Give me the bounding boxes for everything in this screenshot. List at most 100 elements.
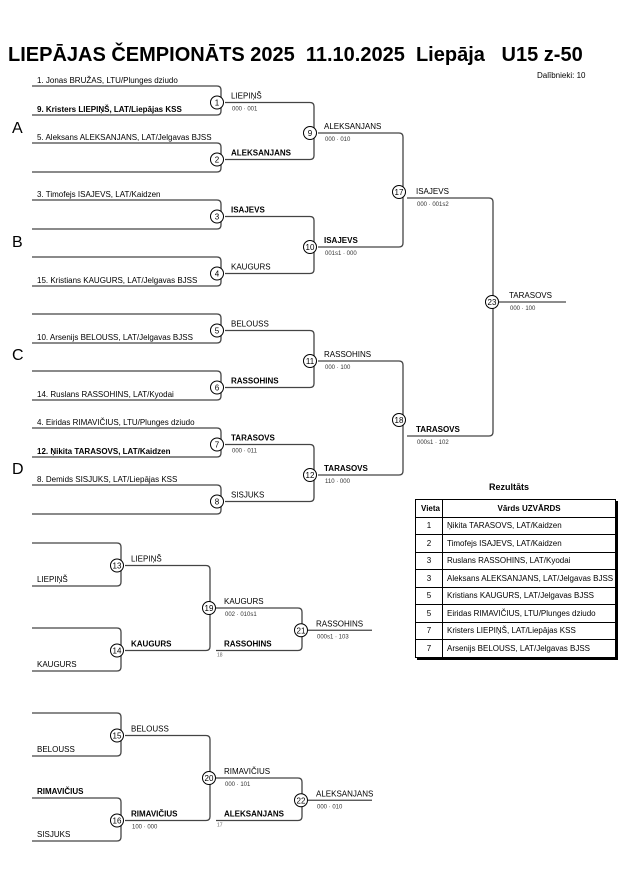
result-name: Timofejs ISAJEVS, LAT/Kaidzen	[441, 534, 617, 553]
match-8-circle	[210, 494, 224, 509]
round1-bracket-line	[32, 484, 222, 515]
pool-label-b: B	[12, 234, 23, 251]
competitor-name: 15. Kristians KAUGURS, LAT/Jelgavas BJSS	[37, 276, 197, 285]
result-place: 5	[415, 586, 443, 605]
match-22-circle	[294, 793, 308, 808]
winner-name: TARASOVS	[231, 434, 276, 443]
match-18-circle	[392, 413, 406, 427]
match-3-circle	[210, 209, 224, 224]
result-name: Aleksans ALEKSANJANS, LAT/Jelgavas BJSS	[441, 569, 617, 588]
repechage-competitor: BELOUSS	[37, 745, 75, 754]
competitor-name: 5. Aleksans ALEKSANJANS, LAT/Jelgavas BJ…	[37, 133, 212, 142]
match-2-circle	[210, 152, 224, 167]
winner-name: LIEPIŅŠ	[131, 555, 162, 564]
match-score: 000 · 001	[232, 107, 258, 113]
match-score: 001s1 · 000	[325, 251, 357, 257]
round1-bracket-line	[32, 199, 222, 230]
match-score: 000s1 · 102	[417, 440, 449, 446]
result-place: 1	[415, 516, 443, 535]
competitor-name: 1. Jonas BRUŽAS, LTU/Plunges dziudo	[37, 76, 178, 85]
match-23-circle	[485, 295, 499, 309]
match-7-circle	[210, 437, 224, 452]
winner-name: RASSOHINS	[324, 350, 371, 359]
match-score: 000s1 · 103	[317, 634, 349, 640]
page-title: LIEPĀJAS ČEMPIONĀTS 2025 11.10.2025 Liep…	[8, 44, 583, 66]
winner-name: ALEKSANJANS	[231, 149, 292, 158]
match-4-circle	[210, 266, 224, 281]
match-score: 110 · 000	[325, 479, 351, 485]
match-13-number: 13	[113, 562, 122, 571]
result-place: 2	[415, 534, 443, 553]
results-header-row: Vieta Vārds UZVĀRDS	[415, 499, 617, 518]
pool-label-d: D	[12, 461, 24, 478]
match-16-circle	[110, 813, 124, 828]
competitor-name: 14. Ruslans RASSOHINS, LAT/Kyodai	[37, 390, 174, 399]
final-bracket-line	[407, 197, 494, 437]
match-15-number: 15	[113, 732, 122, 741]
participant-count: Dalībnieki: 10	[537, 71, 586, 80]
match-score: 000 · 001s2	[417, 202, 449, 208]
result-name: Ņikita TARASOVS, LAT/Kaidzen	[441, 516, 617, 535]
winner-name: TARASOVS	[416, 425, 461, 434]
repechage-bracket-line	[125, 564, 211, 652]
result-name: Ruslans RASSOHINS, LAT/Kyodai	[441, 551, 617, 570]
match-6-circle	[210, 380, 224, 395]
competitor-name: 12. Ņikita TARASOVS, LAT/Kaidzen	[37, 447, 171, 456]
match-3-number: 3	[215, 213, 220, 222]
repechage-competitor: RIMAVIČIUS	[37, 787, 84, 796]
repechage-competitor: SISJUKS	[37, 830, 70, 839]
winner-name: TARASOVS	[324, 464, 369, 473]
result-place: 5	[415, 604, 443, 623]
match-12-circle	[303, 468, 317, 482]
match-11-circle	[303, 354, 317, 368]
match-19-number: 19	[205, 604, 214, 613]
repechage-competitor: KAUGURS	[37, 660, 77, 669]
match-12-number: 12	[306, 471, 315, 480]
match-15-circle	[110, 728, 124, 743]
winner-name: ISAJEVS	[231, 206, 265, 215]
winner-name: ISAJEVS	[416, 187, 449, 196]
round3-bracket-line	[318, 360, 404, 476]
winner-name: KAUGURS	[131, 640, 172, 649]
match-7-number: 7	[215, 441, 220, 450]
match-score: 000 · 100	[510, 306, 536, 312]
match-19-circle	[202, 601, 216, 615]
competitor-name: 4. Eiridas RIMAVIČIUS, LTU/Plunges dziud…	[37, 418, 195, 427]
match-9-circle	[303, 126, 317, 140]
winner-name: LIEPIŅŠ	[231, 92, 262, 101]
match-22-number: 22	[297, 796, 306, 805]
match-5-number: 5	[215, 327, 220, 336]
match-score: 000 · 010	[325, 137, 351, 143]
match-11-number: 11	[306, 357, 315, 366]
competitor-name: 3. Timofejs ISAJEVS, LAT/Kaidzen	[37, 190, 160, 199]
winner-name: KAUGURS	[231, 263, 271, 272]
match-8-number: 8	[215, 498, 220, 507]
match-5-circle	[210, 323, 224, 338]
match-10-circle	[303, 240, 317, 254]
match-17-circle	[392, 185, 406, 199]
match-6-number: 6	[215, 384, 220, 393]
repechage-competitor: LIEPIŅŠ	[37, 575, 68, 584]
competitor-name: 10. Arsenijs BELOUSS, LAT/Jelgavas BJSS	[37, 333, 193, 342]
competitor-name: 8. Demids SISJUKS, LAT/Liepājas KSS	[37, 475, 177, 484]
pool-label-a: A	[12, 120, 23, 137]
match-14-circle	[110, 643, 124, 658]
result-place: 7	[415, 621, 443, 640]
result-place: 7	[415, 639, 443, 658]
winner-name: ALEKSANJANS	[324, 122, 381, 131]
result-place: 3	[415, 569, 443, 588]
match-score: 100 · 000	[132, 825, 158, 831]
winner-name: ISAJEVS	[324, 236, 358, 245]
match-18-number: 18	[395, 416, 404, 425]
results-title: Rezultāts	[489, 482, 530, 492]
match-9-number: 9	[308, 129, 313, 138]
match-20-circle	[202, 771, 216, 785]
results-header-place: Vieta	[415, 499, 443, 518]
results-header-name: Vārds UZVĀRDS	[441, 499, 617, 518]
